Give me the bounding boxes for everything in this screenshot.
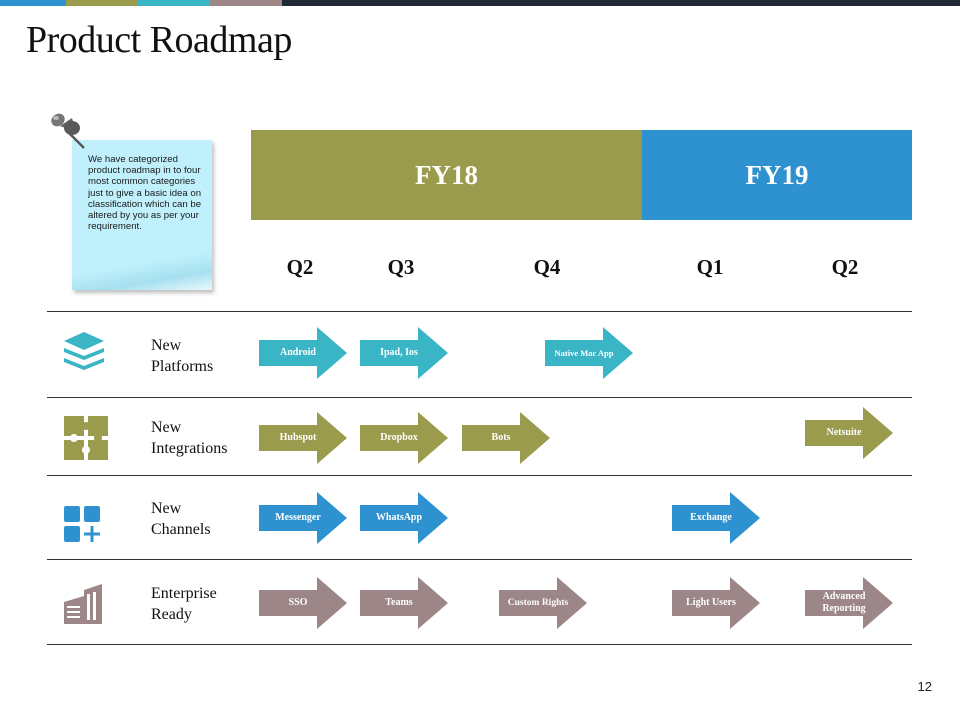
row-label-line: Platforms: [151, 358, 214, 375]
arrow-label: Ipad, Ios: [380, 347, 418, 358]
row-divider: [47, 397, 912, 398]
roadmap-arrow: SSO: [259, 577, 347, 629]
row-label-line: Enterprise: [151, 585, 217, 602]
fy19-header: FY19: [642, 130, 912, 220]
row-label-line: New: [151, 419, 182, 436]
pushpin-icon: [46, 108, 90, 152]
row-label-channels: New Channels: [151, 498, 211, 540]
sticky-note: [72, 140, 212, 290]
arrow-label: Custom Rights: [507, 598, 569, 608]
puzzle-icon: [62, 414, 108, 460]
app-grid-add-icon: [62, 504, 106, 548]
roadmap-arrow: Advanced Reporting: [805, 577, 893, 629]
row-label-enterprise: Enterprise Ready: [151, 583, 217, 625]
roadmap-arrow: Hubspot: [259, 412, 347, 464]
row-divider: [47, 644, 912, 645]
row-label-platforms: New Platforms: [151, 335, 213, 377]
row-divider: [47, 559, 912, 560]
row-label-line: Channels: [151, 521, 211, 538]
row-label-line: New: [151, 337, 182, 354]
roadmap-arrow: Exchange: [672, 492, 760, 544]
arrow-label: WhatsApp: [375, 512, 423, 523]
roadmap-arrow: Bots: [462, 412, 550, 464]
roadmap-arrow: Custom Rights: [499, 577, 587, 629]
roadmap-arrow: Android: [259, 327, 347, 379]
row-divider: [47, 475, 912, 476]
roadmap-arrow: Dropbox: [360, 412, 448, 464]
roadmap-arrow: Native Mac App: [545, 327, 633, 379]
row-label-integrations: New Integrations: [151, 417, 227, 459]
arrow-label: Netsuite: [826, 427, 862, 438]
roadmap-arrow: Netsuite: [805, 407, 893, 459]
arrow-label: Hubspot: [279, 432, 317, 443]
quarter-label: Q4: [533, 255, 561, 279]
roadmap-arrow: Messenger: [259, 492, 347, 544]
quarter-label: Q1: [696, 255, 724, 279]
roadmap-arrow: Light Users: [672, 577, 760, 629]
note-text: We have categorized product roadmap in t…: [88, 154, 202, 233]
arrow-label: Android: [280, 347, 316, 358]
row-divider: [47, 311, 912, 312]
page-number: 12: [917, 679, 932, 694]
fy18-header: FY18: [251, 130, 642, 220]
quarter-label: Q2: [286, 255, 314, 279]
quarter-label: Q2: [831, 255, 859, 279]
arrow-label: Advanced Reporting: [822, 591, 866, 614]
arrow-label: Light Users: [686, 597, 736, 608]
roadmap-arrow: Ipad, Ios: [360, 327, 448, 379]
row-label-line: Ready: [151, 606, 192, 623]
arrow-label: Teams: [385, 597, 413, 608]
arrow-label: Exchange: [690, 512, 732, 523]
roadmap-arrow: Teams: [360, 577, 448, 629]
row-label-line: New: [151, 500, 182, 517]
roadmap-arrow: WhatsApp: [360, 492, 448, 544]
arrow-label: Messenger: [275, 512, 321, 523]
arrow-label: Bots: [491, 432, 511, 443]
buildings-icon: [62, 582, 106, 626]
row-label-line: Integrations: [151, 440, 228, 457]
arrow-label: Dropbox: [380, 432, 418, 443]
layers-icon: [62, 330, 106, 374]
page-title: Product Roadmap: [26, 19, 292, 61]
arrow-label: Native Mac App: [554, 348, 614, 358]
quarter-label: Q3: [387, 255, 415, 279]
arrow-label: SSO: [288, 597, 308, 608]
top-accent-bar: [0, 0, 960, 6]
